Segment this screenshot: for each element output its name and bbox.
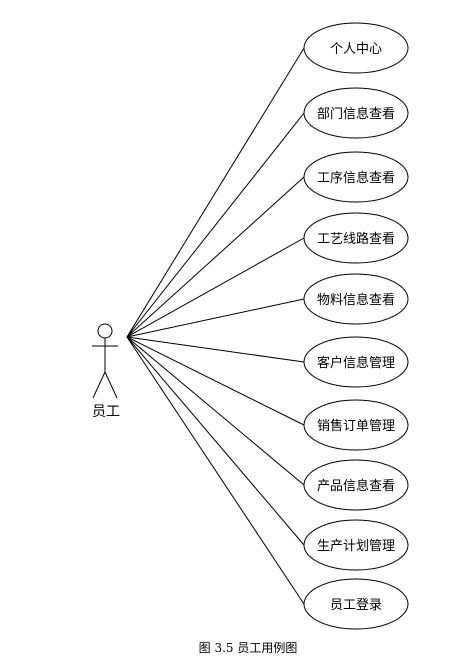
use-case-label: 员工登录 <box>330 598 382 613</box>
use-case: 部门信息查看 <box>303 87 409 139</box>
use-case-label: 物料信息查看 <box>317 292 395 308</box>
association-line <box>126 336 305 363</box>
association-line <box>126 336 305 605</box>
use-case: 销售订单管理 <box>303 399 409 451</box>
use-cases: 个人中心部门信息查看工序信息查看工艺线路查看物料信息查看客户信息管理销售订单管理… <box>303 22 409 630</box>
use-case: 员工登录 <box>303 578 409 630</box>
use-case-label: 销售订单管理 <box>317 418 395 434</box>
association-line <box>126 336 305 546</box>
use-case-ellipse <box>303 336 409 388</box>
use-case: 个人中心 <box>303 22 409 74</box>
association-lines <box>126 47 305 605</box>
use-case-label: 部门信息查看 <box>317 106 395 122</box>
association-line <box>126 176 305 338</box>
use-case-label: 生产计划管理 <box>317 539 395 554</box>
use-case-ellipse <box>303 212 409 264</box>
use-case-label: 工艺线路查看 <box>317 231 395 247</box>
association-line <box>126 47 305 338</box>
use-case: 工艺线路查看 <box>303 212 409 264</box>
actor-head <box>97 323 113 339</box>
use-case-ellipse <box>303 519 409 571</box>
use-case-ellipse <box>303 273 409 325</box>
actor-figure: 员工 <box>92 323 120 420</box>
use-case-ellipse <box>303 22 409 74</box>
actor-left-leg <box>92 371 106 399</box>
association-line <box>126 336 305 426</box>
use-case-label: 个人中心 <box>330 42 382 57</box>
use-case-ellipse <box>303 87 409 139</box>
use-case-ellipse <box>303 151 409 203</box>
use-case: 客户信息管理 <box>303 336 409 388</box>
use-case-ellipse <box>303 459 409 511</box>
use-case-ellipse <box>303 399 409 451</box>
association-line <box>126 336 305 486</box>
actor-label: 员工 <box>92 404 120 420</box>
use-case-label: 客户信息管理 <box>317 355 395 371</box>
use-case: 生产计划管理 <box>303 519 409 571</box>
use-case-label: 产品信息查看 <box>317 478 395 494</box>
use-case: 产品信息查看 <box>303 459 409 511</box>
figure-caption: 图 3.5 员工用例图 <box>199 641 298 655</box>
association-line <box>126 112 305 338</box>
use-case: 工序信息查看 <box>303 151 409 203</box>
use-case-label: 工序信息查看 <box>317 170 395 186</box>
use-case: 物料信息查看 <box>303 273 409 325</box>
association-line <box>126 298 305 338</box>
use-case-ellipse <box>303 578 409 630</box>
association-line <box>126 237 305 338</box>
actor-right-leg <box>104 371 118 399</box>
